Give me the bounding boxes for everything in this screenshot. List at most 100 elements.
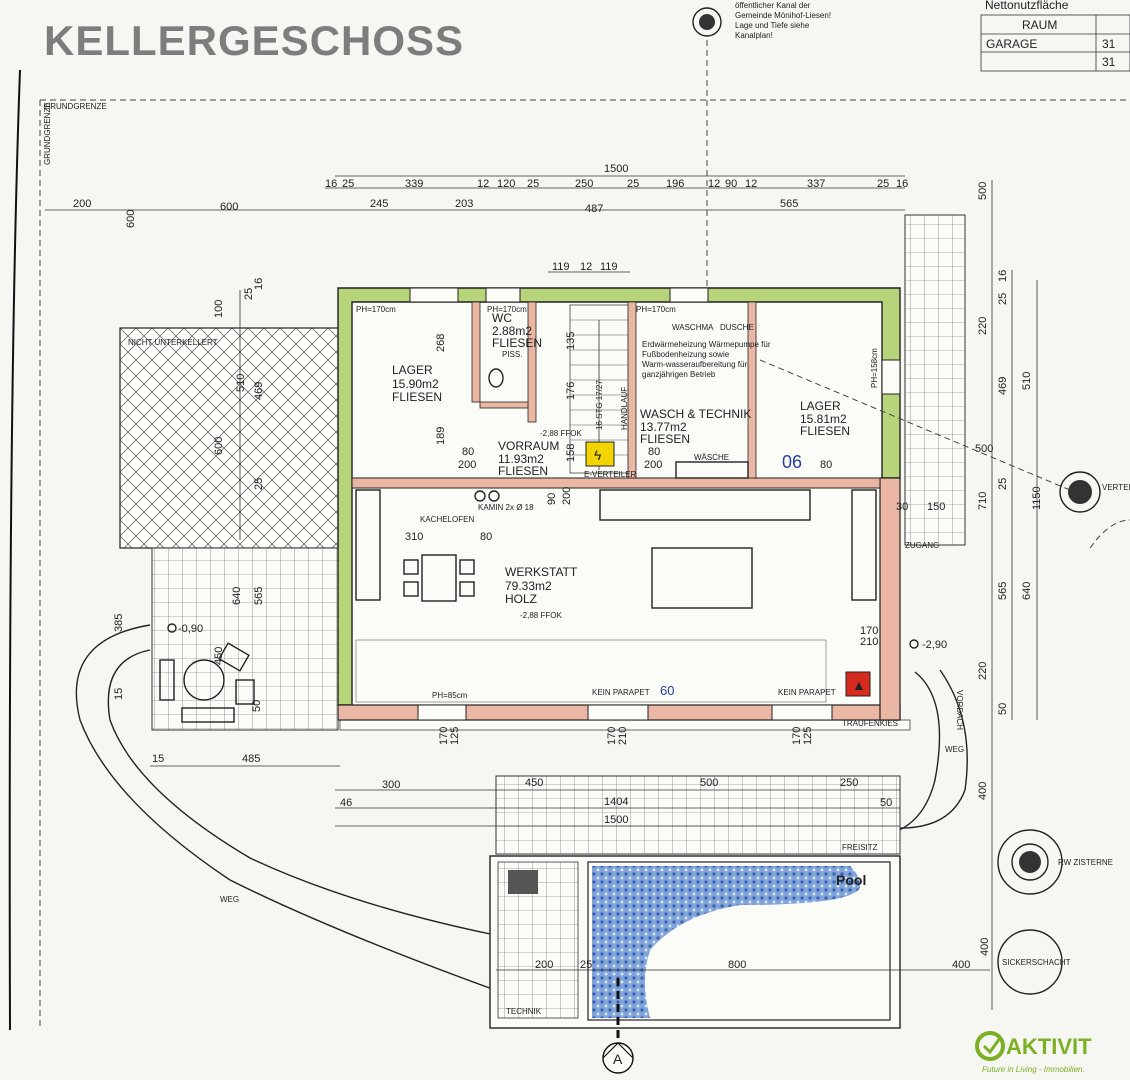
kamin-label: KAMIN 2x Ø 18: [478, 503, 534, 512]
dim: 710: [977, 492, 989, 510]
level-label: -2,90: [922, 639, 947, 651]
no-parapet-label: KEIN PARAPET: [592, 688, 650, 697]
dim: 510: [235, 374, 247, 392]
dim: 25: [580, 959, 592, 971]
dim: 25: [243, 288, 255, 300]
not-basement-label: NICHT UNTERKELLERT: [128, 338, 218, 347]
dim: 170: [860, 625, 878, 637]
room-lager-1: LAGER 15.90m2 FLIESEN PH=170cm: [356, 305, 442, 404]
handrail-label: HANDLAUF: [620, 387, 629, 430]
dim: 640: [231, 587, 243, 605]
dim: 80: [462, 446, 474, 458]
soakaway-label: SICKERSCHACHT: [1002, 958, 1071, 967]
dim: 565: [253, 587, 265, 605]
dim: 25: [997, 293, 1009, 305]
dim: 50: [997, 703, 1009, 715]
electrical-distributor: ϟ E-VERTEILER: [584, 441, 637, 479]
logo-tagline: Future in Living - Immobilien.: [982, 1065, 1085, 1074]
dim: 250: [575, 178, 593, 190]
plan-title: KELLERGESCHOSS: [44, 17, 464, 64]
dim: 220: [977, 662, 989, 680]
room-name: WASCH & TECHNIK: [640, 407, 751, 421]
room-area: 2.88m2: [492, 324, 532, 338]
dim: 25: [253, 478, 265, 490]
dim: 203: [455, 198, 473, 210]
section-marker[interactable]: A: [602, 1042, 634, 1074]
distributor-manhole: VERTEIL: [759, 359, 1130, 549]
dim: 1500: [604, 814, 628, 826]
header-note-line: öffentlicher Kanal der: [735, 1, 811, 10]
ph-label: PH=170cm: [487, 305, 527, 314]
kachelofen-label: KACHELOFEN: [420, 515, 474, 524]
dim: 15: [152, 753, 164, 765]
room-area: 15.90m2: [392, 377, 439, 391]
room-area: 79.33m2: [505, 579, 552, 593]
dim: 16: [896, 178, 908, 190]
top-dimensions: 1500 16 25 339 12 120 25 250 25 196 12 9…: [45, 163, 908, 273]
room-name: VORRAUM: [498, 439, 559, 453]
pool: Pool TECHNIK 200 25 800 400 400: [489, 855, 991, 1040]
dim: 200: [458, 459, 476, 471]
ph-label: PH=170cm: [356, 305, 396, 314]
dim: 90: [546, 493, 558, 505]
dim: 30: [896, 501, 908, 513]
dim: 469: [253, 382, 265, 400]
ph-label: PH=158cm: [870, 348, 879, 388]
dim: 119: [552, 261, 570, 273]
dim: 400: [977, 782, 989, 800]
dim: 125: [449, 727, 461, 745]
room-floor: FLIESEN: [498, 464, 548, 478]
plot-boundary: GRUNDGRENZE GRUNDGRENZE: [8, 69, 1130, 1031]
dim: 337: [807, 178, 825, 190]
dim: 176: [565, 382, 577, 400]
dim: 600: [213, 437, 225, 455]
area-row-name: GARAGE: [986, 37, 1037, 51]
dim: 120: [497, 178, 515, 190]
handwritten-note: 06: [782, 452, 802, 472]
room-werkstatt: WERKSTATT 79.33m2 HOLZ -2,88 FFOK KACHEL…: [355, 489, 945, 703]
dim: 50: [880, 797, 892, 809]
dim: 245: [370, 198, 388, 210]
dim: 1150: [1031, 486, 1043, 510]
path: WEG WEG: [75, 624, 968, 991]
cistern-label: RW ZISTERNE: [1058, 858, 1113, 867]
path-label-right: WEG: [945, 745, 964, 754]
dim: 170: [438, 727, 450, 745]
dim: 200: [535, 959, 553, 971]
dim: 310: [405, 531, 423, 543]
dim: 339: [405, 178, 423, 190]
area-table: Nettonutzfläche RAUM GARAGE 31 31: [980, 0, 1130, 72]
dim: 25: [997, 478, 1009, 490]
technik-label: TECHNIK: [506, 1007, 542, 1016]
dim: 210: [860, 636, 878, 648]
dim: 125: [802, 727, 814, 745]
dim: 196: [666, 178, 684, 190]
freisitz-label: FREISITZ: [842, 843, 878, 852]
ffok-label: -2,88 FFOK: [520, 611, 562, 620]
dim: 510: [1021, 372, 1033, 390]
header-note: öffentlicher Kanal der Gemeinde Mönihof-…: [692, 1, 831, 40]
dim: 12: [708, 178, 720, 190]
no-parapet-label: KEIN PARAPET: [778, 688, 836, 697]
terrace: -0,90: [151, 547, 911, 731]
ffok-label: -2,88 FFOK: [540, 429, 582, 438]
section-marker-label: A: [613, 1051, 623, 1067]
dim: 300: [382, 779, 400, 791]
logo-brand: AKTIVIT: [1006, 1034, 1092, 1059]
entrance-area: ZUGANG: [904, 214, 966, 550]
dim: 80: [480, 531, 492, 543]
area-row-value: 31: [1102, 37, 1116, 51]
room-floor: FLIESEN: [492, 336, 542, 350]
heating-note: Erdwärmeheizung Wärmepumpe für: [642, 340, 771, 349]
dim: 600: [220, 201, 238, 213]
header-note-line: Kanalplan!: [735, 31, 773, 40]
header-note-line: Lage und Tiefe siehe: [735, 21, 810, 30]
right-dimensions: 500 220 469 510 25 16 500 1150 710 25 56…: [975, 180, 1043, 1010]
dim: 450: [525, 777, 543, 789]
area-table-header: RAUM: [1022, 18, 1057, 32]
dim: 220: [977, 317, 989, 335]
dim: 210: [617, 727, 629, 745]
dim: 485: [242, 753, 260, 765]
dim: 80: [820, 459, 832, 471]
dim: 158: [565, 444, 577, 462]
